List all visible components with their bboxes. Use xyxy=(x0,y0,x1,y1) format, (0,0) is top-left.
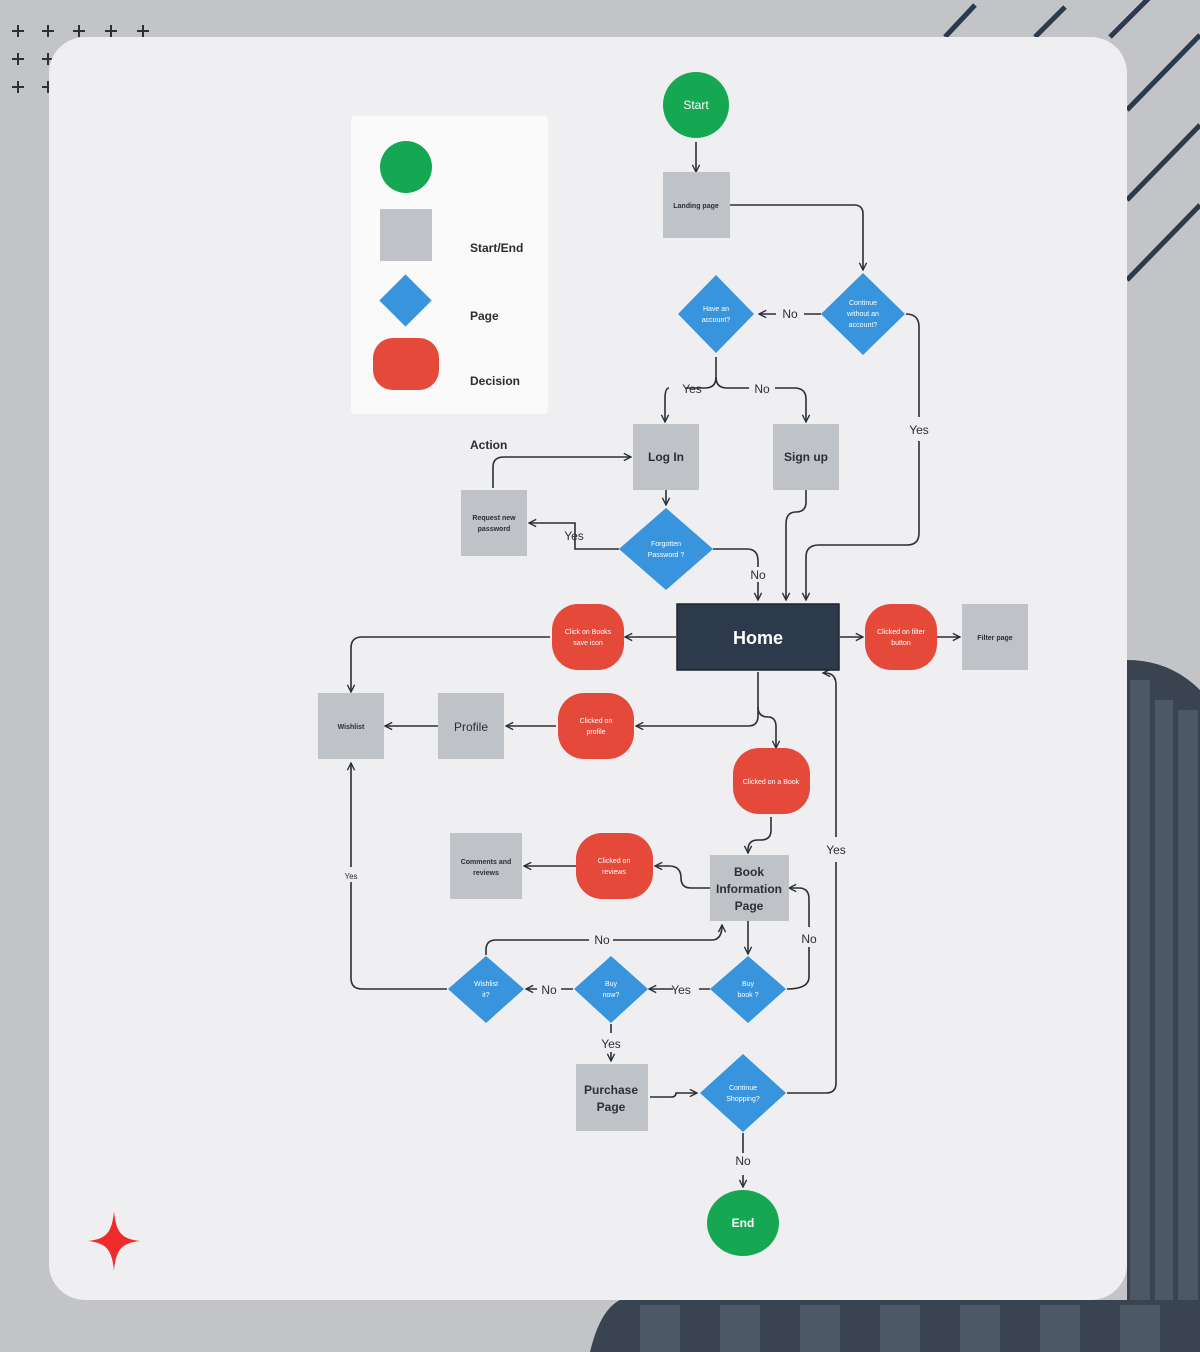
edge-continue-home xyxy=(806,313,920,600)
node-home xyxy=(676,603,840,671)
edge-label-buy-book-no: No xyxy=(801,932,817,946)
node-buy-book xyxy=(710,956,786,1023)
legend-action-label: Action xyxy=(470,438,508,452)
edge-wishlist-it-wishlist xyxy=(351,763,447,990)
node-clicked-reviews xyxy=(576,833,653,899)
node-log-in-label: Log In xyxy=(648,450,684,464)
edge-forgotten-home xyxy=(713,548,758,600)
legend-page-label: Page xyxy=(470,309,499,323)
node-wishlist-it xyxy=(448,956,524,1023)
edge-label-continue-yes: Yes xyxy=(909,423,929,437)
node-clicked-save-icon xyxy=(552,604,624,670)
edge-label-buy-now-yes: Yes xyxy=(601,1037,621,1051)
legend-action-symbol xyxy=(373,338,439,390)
node-forgotten-password xyxy=(619,508,713,590)
flowchart: No Yes No Yes Yes No Yes Yes No No Yes N… xyxy=(318,72,1028,1256)
edge-forgotten-request xyxy=(529,523,619,550)
node-start xyxy=(663,72,729,138)
node-book-info xyxy=(710,855,789,921)
edge-landing-continue xyxy=(730,204,863,270)
sparkle-logo-icon xyxy=(88,1211,140,1271)
legend-start-end-symbol xyxy=(380,141,432,193)
legend-start-end-label: Start/End xyxy=(470,241,524,255)
edge-label-buy-book-yes: Yes xyxy=(671,983,691,997)
edge-signup-home xyxy=(786,490,807,600)
edge-label-wishlist-it-no: No xyxy=(594,933,610,947)
node-start-label: Start xyxy=(683,98,709,112)
node-sign-up xyxy=(773,424,839,490)
node-wishlist-label: Wishlist xyxy=(338,724,365,731)
node-log-in xyxy=(633,424,699,490)
edge-label-have-account-yes: Yes xyxy=(682,382,702,396)
node-clicked-book xyxy=(733,748,810,814)
edge-label-have-account-no: No xyxy=(754,382,770,396)
node-purchase-page xyxy=(576,1064,648,1131)
legend-page-symbol xyxy=(380,209,432,261)
edge-continue-home-yes xyxy=(787,673,837,1094)
edge-home-profile-action xyxy=(636,672,759,726)
node-end xyxy=(707,1190,779,1256)
node-comments-reviews xyxy=(450,833,522,899)
plus-pattern xyxy=(12,25,149,93)
node-continue-shopping xyxy=(700,1054,786,1132)
node-clicked-profile xyxy=(558,693,634,759)
node-end-label: End xyxy=(732,1216,755,1230)
legend-decision-label: Decision xyxy=(470,374,521,388)
node-have-account xyxy=(678,275,754,353)
edge-buy-book-book-info xyxy=(787,888,810,990)
edge-label-continue-shopping-no: No xyxy=(735,1154,751,1168)
node-buy-now xyxy=(574,956,648,1023)
edge-wishlist-it-book-info xyxy=(485,925,722,955)
node-clicked-filter xyxy=(865,604,937,670)
node-landing-page xyxy=(663,172,730,238)
diagonal-stripes xyxy=(943,0,1200,282)
node-home-label: Home xyxy=(733,628,783,648)
edge-label-wishlist-yes: Yes xyxy=(344,872,357,881)
edge-request-login xyxy=(492,457,631,488)
edge-purchase-continue xyxy=(650,1093,697,1098)
edge-home-clicked-book xyxy=(757,706,776,748)
node-continue-without-account xyxy=(821,273,905,355)
node-landing-page-label: Landing page xyxy=(673,203,719,210)
edge-save-icon-wishlist xyxy=(351,636,550,692)
edge-have-account-signup xyxy=(715,376,806,422)
node-wishlist xyxy=(318,693,384,759)
edge-label-forgotten-yes: Yes xyxy=(564,529,584,543)
node-request-password xyxy=(461,490,527,556)
node-clicked-book-label: Clicked on a Book xyxy=(743,779,800,786)
flowchart-card: Start/End Page Decision Action xyxy=(49,37,1127,1300)
node-filter-page xyxy=(962,604,1028,670)
node-filter-page-label: Filter page xyxy=(977,635,1013,642)
edge-book-info-reviews-action xyxy=(655,866,710,889)
legend: Start/End Page Decision Action xyxy=(351,116,548,452)
edge-label-continue-no: No xyxy=(782,307,798,321)
edge-label-buy-now-no: No xyxy=(541,983,557,997)
node-profile xyxy=(438,693,504,759)
node-sign-up-label: Sign up xyxy=(784,450,828,464)
node-profile-label: Profile xyxy=(454,720,488,734)
edge-clicked-book-book-info xyxy=(748,817,772,853)
edge-label-continue-shopping-yes: Yes xyxy=(826,843,846,857)
edge-label-forgotten-no: No xyxy=(750,568,766,582)
book-spines xyxy=(640,680,1198,1352)
